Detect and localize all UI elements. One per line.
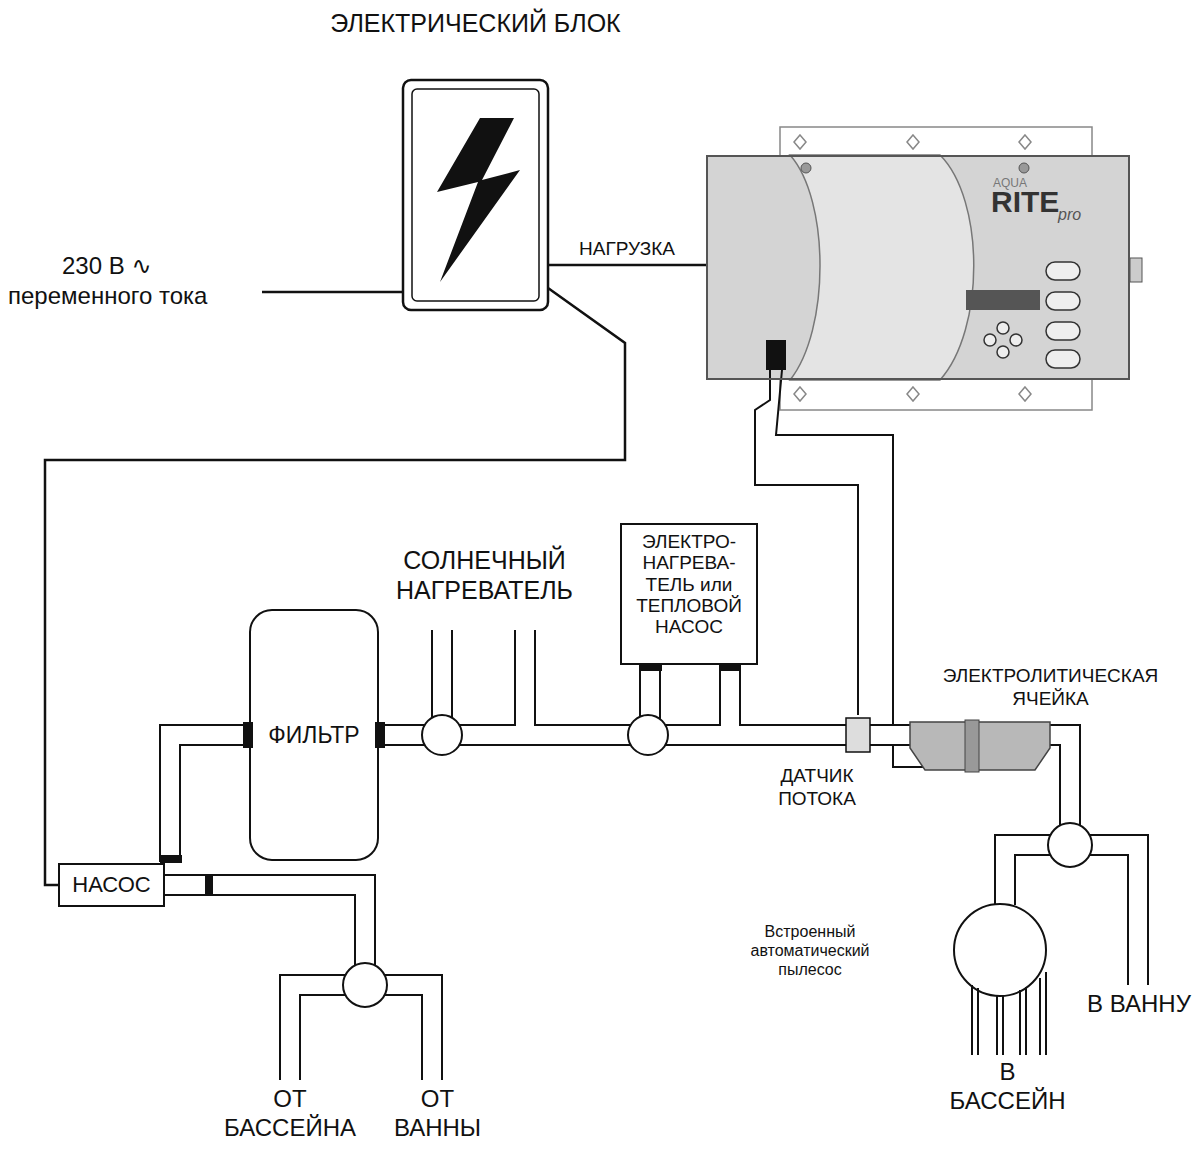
box-inner [412, 89, 539, 301]
valves [343, 715, 1092, 1007]
lightning-symbol [437, 118, 520, 282]
side-port [1130, 258, 1142, 282]
label-text: СОЛНЕЧНЫЙ НАГРЕВАТЕЛЬ [372, 545, 597, 605]
label-text: ДАТЧИК ПОТОКА [762, 765, 872, 811]
box-outline [403, 80, 548, 310]
node-text: ФИЛЬТР [268, 722, 359, 749]
cell-ring [965, 720, 979, 772]
mount-bracket [780, 378, 1092, 410]
display [966, 290, 1040, 310]
cell-cable [776, 370, 925, 767]
node-text: ЭЛЕКТРО- НАГРЕВА- ТЕЛЬ или ТЕПЛОВОЙ НАСО… [626, 531, 752, 637]
filter-box: ФИЛЬТР [250, 610, 378, 860]
auto-vacuum [954, 904, 1046, 996]
front-panel [790, 155, 974, 380]
label-text: ЭЛЕКТРОЛИТИЧЕСКАЯ ЯЧЕЙКА [918, 665, 1183, 711]
label-text: В ВАННУ [1085, 990, 1193, 1019]
label-text: переменного тока [8, 282, 258, 311]
node-text: pro [1058, 207, 1081, 223]
label-text: ОТ ВАННЫ [385, 1085, 490, 1143]
fitting [160, 855, 182, 863]
sensor-cable [755, 370, 858, 715]
controller-body [706, 155, 1130, 380]
cable-connector [766, 340, 786, 370]
electrolytic-cell [910, 722, 1050, 770]
wire-connector [45, 288, 625, 885]
supply-wire [262, 291, 403, 294]
node-text: НАСОС [72, 872, 150, 898]
heater-box: ЭЛЕКТРО- НАГРЕВА- ТЕЛЬ или ТЕПЛОВОЙ НАСО… [620, 523, 758, 665]
mount-bracket [780, 127, 1092, 157]
fitting [243, 722, 253, 748]
label-text: В БАССЕЙН [945, 1058, 1070, 1116]
electric-block: ЭЛЕКТРИЧЕСКИЙ БЛОК [403, 80, 548, 310]
node-text: ЭЛЕКТРИЧЕСКИЙ БЛОК [323, 8, 628, 38]
pump-box: НАСОС [58, 863, 165, 907]
node-text: RITE [991, 187, 1059, 217]
filter-tank [250, 610, 378, 860]
vacuum-legs [972, 972, 1046, 1055]
wire-connector [548, 265, 706, 266]
flow-sensor [846, 718, 870, 752]
screw [801, 163, 811, 173]
buttons [984, 262, 1080, 368]
controller-box: AQUARITEpro [706, 155, 1130, 380]
fitting [205, 874, 213, 896]
screw [1019, 163, 1029, 173]
fitting [375, 722, 385, 748]
edge-label: НАГРУЗКА [577, 238, 677, 261]
label-text: Встроенный автоматический пылесос [730, 922, 890, 980]
label-text: ОТ БАССЕЙНА [205, 1085, 375, 1143]
label-text: 230 В ∿ [62, 252, 212, 281]
